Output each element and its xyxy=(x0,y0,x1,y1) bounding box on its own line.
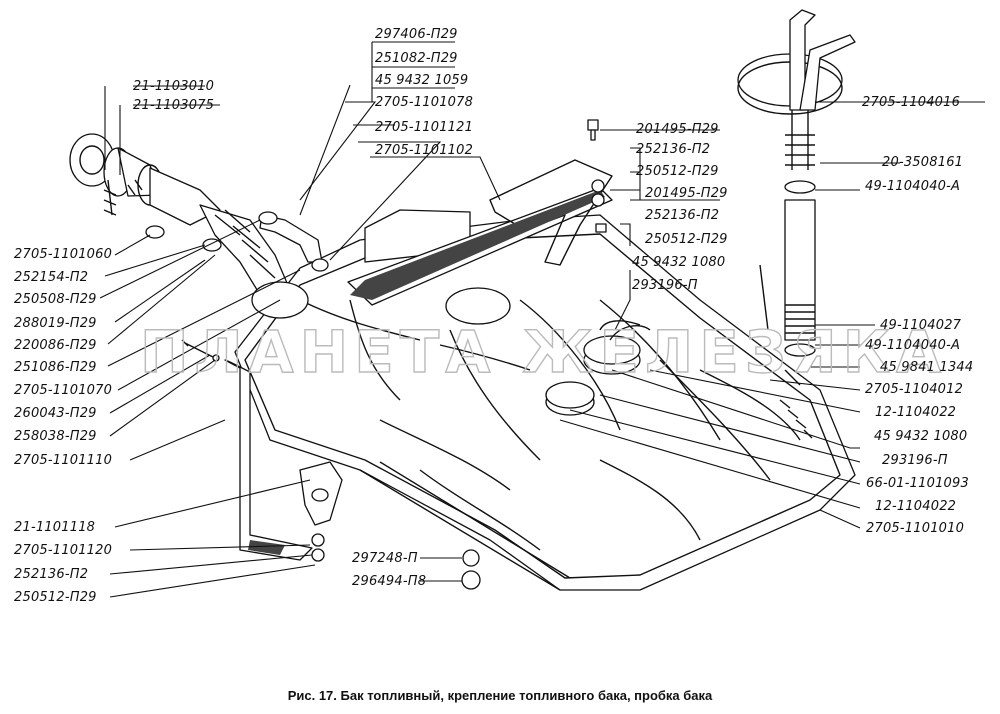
part-label: 252154-П2 xyxy=(14,270,88,285)
part-label: 2705-1101060 xyxy=(14,247,112,262)
part-labels: 21-1103010 21-1103075 297406-П29 251082-… xyxy=(14,27,973,605)
part-label: 252136-П2 xyxy=(14,567,88,582)
part-label: 201495-П29 xyxy=(636,122,719,137)
part-label: 12-1104022 xyxy=(875,405,956,420)
loose-parts-drawing xyxy=(461,119,607,590)
part-label: 258038-П29 xyxy=(14,429,97,444)
part-label: 2705-1104012 xyxy=(865,382,963,397)
watermark-text: ПЛАНЕТА ЖЕЛЕЗЯКА xyxy=(140,318,947,386)
part-label: 21-1103010 xyxy=(133,79,214,94)
part-label: 296494-П8 xyxy=(352,574,426,589)
part-label: 2705-1101010 xyxy=(866,521,964,536)
part-label: 297248-П xyxy=(352,551,418,566)
part-label: 251082-П29 xyxy=(375,51,458,66)
part-label: 251086-П29 xyxy=(14,360,97,375)
part-label: 2705-1101102 xyxy=(375,143,473,158)
part-label: 250512-П29 xyxy=(14,590,97,605)
part-label: 2705-1101078 xyxy=(375,95,473,110)
part-label: 21-1103075 xyxy=(133,98,214,113)
part-label: 2705-1101121 xyxy=(375,120,473,135)
part-label: 293196-П xyxy=(632,278,698,293)
part-label: 45 9432 1059 xyxy=(375,73,468,88)
part-label: 66-01-1101093 xyxy=(866,476,969,491)
part-label: 250512-П29 xyxy=(636,164,719,179)
part-label: 288019-П29 xyxy=(14,316,97,331)
part-label: 250512-П29 xyxy=(645,232,728,247)
part-label: 49-1104040-А xyxy=(865,179,960,194)
part-label: 45 9841 1344 xyxy=(880,360,973,375)
part-label: 49-1104027 xyxy=(880,318,962,333)
part-label: 252136-П2 xyxy=(645,208,719,223)
part-label: 49-1104040-А xyxy=(865,338,960,353)
part-label: 252136-П2 xyxy=(636,142,710,157)
part-label: 2705-1101070 xyxy=(14,383,112,398)
part-label: 2705-1104016 xyxy=(862,95,960,110)
part-label: 260043-П29 xyxy=(14,406,97,421)
fuel-sender-drawing xyxy=(737,9,856,386)
part-label: 297406-П29 xyxy=(375,27,458,42)
part-label: 220086-П29 xyxy=(14,338,97,353)
filler-neck-drawing xyxy=(69,133,329,362)
part-label: 2705-1101110 xyxy=(14,453,112,468)
part-label: 20-3508161 xyxy=(882,155,963,170)
fuel-tank-drawing xyxy=(234,159,856,591)
part-label: 45 9432 1080 xyxy=(632,255,725,270)
part-label: 293196-П xyxy=(882,453,948,468)
part-label: 201495-П29 xyxy=(645,186,728,201)
leader-lines xyxy=(99,41,985,598)
part-label: 12-1104022 xyxy=(875,499,956,514)
figure-caption: Рис. 17. Бак топливный, крепление топлив… xyxy=(288,688,713,703)
part-label: 250508-П29 xyxy=(14,292,97,307)
tank-bracket-drawing xyxy=(224,359,343,562)
part-label: 45 9432 1080 xyxy=(874,429,967,444)
part-label: 21-1101118 xyxy=(14,520,95,535)
part-label: 2705-1101120 xyxy=(14,543,112,558)
